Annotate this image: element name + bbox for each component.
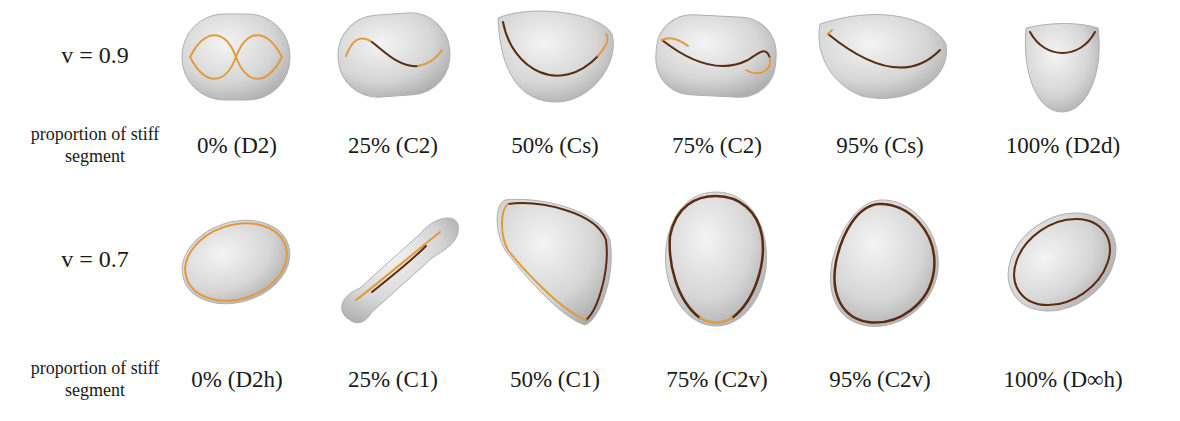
- vesicle-part: [497, 199, 611, 325]
- vesicle-part: [171, 207, 300, 317]
- vesicle-part: [175, 211, 297, 314]
- vesicle-part: [828, 34, 940, 68]
- vesicle-part: [598, 34, 608, 56]
- vesicle-part: [1030, 32, 1095, 53]
- vesicle-part: [819, 15, 947, 99]
- vesicle-part: [998, 201, 1127, 323]
- vesicle-part: [356, 232, 440, 300]
- vesicle-part: [372, 246, 426, 292]
- proportion-label: 75% (C2v): [666, 367, 768, 393]
- proportion-label: 0% (D2h): [191, 367, 282, 393]
- proportion-label: 100% (D∞h): [1003, 367, 1122, 393]
- proportion-label: 50% (Cs): [511, 133, 599, 159]
- vesicle-part: [700, 318, 732, 323]
- proportion-label: 25% (C2): [348, 133, 438, 159]
- vesicle-part: [834, 204, 934, 323]
- proportion-label: 95% (Cs): [836, 133, 924, 159]
- proportion-label: 0% (D2): [197, 133, 277, 159]
- row-caption: proportion of stiff segment: [30, 358, 160, 401]
- proportion-label: 25% (C1): [348, 367, 438, 393]
- vesicle-part: [342, 218, 459, 323]
- vesicle-part: [828, 30, 832, 34]
- vesicle-part: [662, 40, 770, 66]
- proportion-label: 75% (C2): [672, 133, 762, 159]
- vesicle-part: [190, 35, 282, 79]
- proportion-label: 100% (D2d): [1006, 133, 1120, 159]
- vesicle-part: [418, 50, 442, 66]
- proportion-label: 95% (C2v): [829, 367, 931, 393]
- vesicle-part: [1025, 24, 1099, 113]
- vesicle-part: [654, 13, 778, 99]
- vesicle-shapes: [171, 10, 1134, 331]
- vesicle-part: [372, 42, 418, 66]
- vesicle-part: [503, 22, 598, 76]
- proportion-label: 50% (C1): [510, 367, 600, 393]
- vesicle-part: [670, 196, 763, 318]
- vesicle-part: [335, 10, 452, 100]
- vesicle-part: [662, 38, 770, 73]
- segment-curves: [175, 22, 1126, 323]
- vesicle-part: [989, 193, 1134, 332]
- vesicle-part: [665, 192, 766, 326]
- vesicle-part: [346, 38, 372, 56]
- volume-label: v = 0.7: [61, 246, 129, 273]
- vesicle-part: [831, 200, 939, 327]
- vesicle-part: [182, 14, 290, 100]
- vesicle-part: [498, 11, 613, 102]
- volume-label: v = 0.9: [61, 42, 129, 69]
- row-caption: proportion of stiff segment: [30, 124, 160, 167]
- vesicle-part: [502, 204, 586, 320]
